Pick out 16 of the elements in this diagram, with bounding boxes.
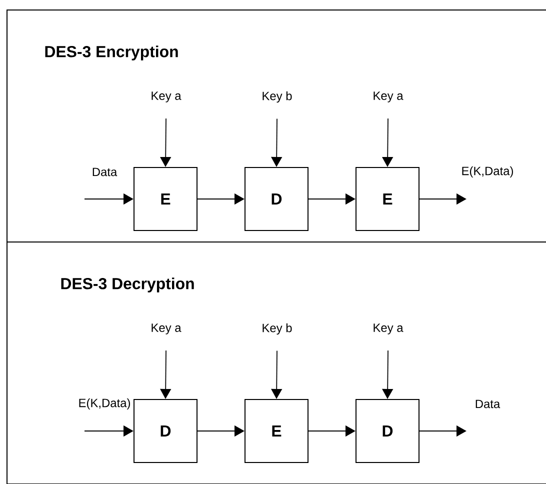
cipher-box: D xyxy=(244,167,308,231)
edge-label: E(K,Data) xyxy=(79,398,130,410)
edge-label: E(K,Data) xyxy=(462,166,513,178)
key-label: Key b xyxy=(262,323,292,335)
key-label: Key a xyxy=(374,324,404,334)
edge-label: Data xyxy=(476,400,500,408)
cipher-box: E xyxy=(356,167,420,231)
key-label: Key a xyxy=(152,324,182,334)
key-label: Key a xyxy=(374,92,404,102)
cipher-box: D xyxy=(356,399,420,463)
key-label: Key a xyxy=(152,92,182,102)
cipher-box: E xyxy=(244,399,308,463)
edge-label: Data xyxy=(92,168,118,176)
cipher-box: E xyxy=(134,167,198,231)
cipher-box: D xyxy=(134,399,198,463)
key-label: Key b xyxy=(262,91,292,103)
